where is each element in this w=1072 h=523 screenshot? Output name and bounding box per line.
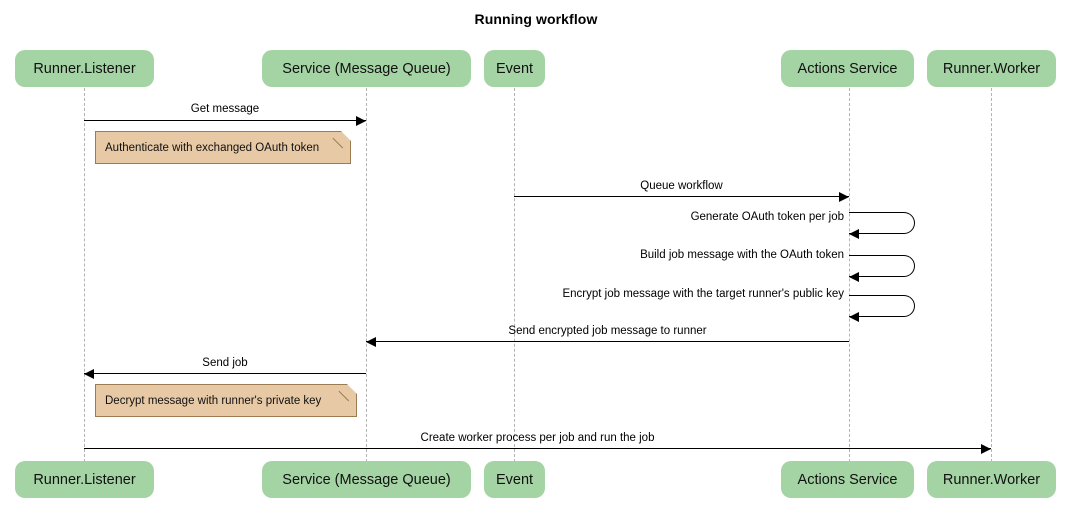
arrow-head-get-message [356, 115, 366, 126]
participant-top-runner-listener[interactable]: Runner.Listener [15, 50, 154, 87]
participant-label: Service (Message Queue) [282, 471, 451, 488]
note-text: Decrypt message with runner's private ke… [105, 394, 322, 407]
participant-label: Service (Message Queue) [282, 60, 451, 77]
participant-bottom-event[interactable]: Event [484, 461, 545, 498]
lifeline-runner-listener [84, 88, 85, 462]
lifeline-service-message-queue [366, 88, 367, 462]
participant-label: Runner.Worker [942, 471, 1041, 488]
message-line-get-message [84, 120, 366, 121]
arrow-head-generate-oauth-token [849, 228, 859, 239]
self-message-label-build-job-message: Build job message with the OAuth token [640, 249, 844, 261]
self-message-loop-generate-oauth-token [849, 212, 915, 234]
participant-label: Runner.Worker [942, 60, 1041, 77]
message-line-send-encrypted-job-message [366, 341, 849, 342]
lifeline-event [514, 88, 515, 462]
note-fold-authenticate-note [341, 131, 351, 141]
arrow-head-send-job [84, 368, 94, 379]
participant-top-service-message-queue[interactable]: Service (Message Queue) [262, 50, 471, 87]
arrow-head-send-encrypted-job-message [366, 336, 376, 347]
message-label-get-message: Get message [190, 103, 260, 115]
arrow-head-build-job-message [849, 271, 859, 282]
participant-bottom-service-message-queue[interactable]: Service (Message Queue) [262, 461, 471, 498]
participant-label: Actions Service [797, 471, 898, 488]
message-line-send-job [84, 373, 366, 374]
note-text: Authenticate with exchanged OAuth token [105, 141, 320, 154]
participant-top-actions-service[interactable]: Actions Service [781, 50, 914, 87]
message-line-create-worker-process [84, 448, 991, 449]
participant-top-event[interactable]: Event [484, 50, 545, 87]
participant-top-runner-worker[interactable]: Runner.Worker [927, 50, 1056, 87]
message-label-send-job: Send job [202, 357, 248, 369]
participant-bottom-runner-listener[interactable]: Runner.Listener [15, 461, 154, 498]
message-label-send-encrypted-job-message: Send encrypted job message to runner [508, 325, 707, 337]
message-line-queue-workflow [514, 196, 849, 197]
self-message-loop-build-job-message [849, 255, 915, 277]
message-label-create-worker-process: Create worker process per job and run th… [420, 432, 655, 444]
note-decrypt-note: Decrypt message with runner's private ke… [95, 384, 357, 417]
note-authenticate-note: Authenticate with exchanged OAuth token [95, 131, 351, 164]
participant-bottom-actions-service[interactable]: Actions Service [781, 461, 914, 498]
participant-bottom-runner-worker[interactable]: Runner.Worker [927, 461, 1056, 498]
participant-label: Actions Service [797, 60, 898, 77]
participant-label: Runner.Listener [33, 60, 136, 77]
self-message-label-encrypt-job-message: Encrypt job message with the target runn… [562, 288, 844, 300]
self-message-label-generate-oauth-token: Generate OAuth token per job [690, 211, 844, 223]
note-fold-decrypt-note [347, 384, 357, 394]
page-title: Running workflow [474, 11, 598, 27]
participant-label: Event [495, 60, 534, 77]
arrow-head-create-worker-process [981, 443, 991, 454]
lifeline-runner-worker [991, 88, 992, 462]
arrow-head-encrypt-job-message [849, 311, 859, 322]
message-label-queue-workflow: Queue workflow [640, 180, 723, 192]
participant-label: Runner.Listener [33, 471, 136, 488]
participant-label: Event [495, 471, 534, 488]
self-message-loop-encrypt-job-message [849, 295, 915, 317]
arrow-head-queue-workflow [839, 191, 849, 202]
